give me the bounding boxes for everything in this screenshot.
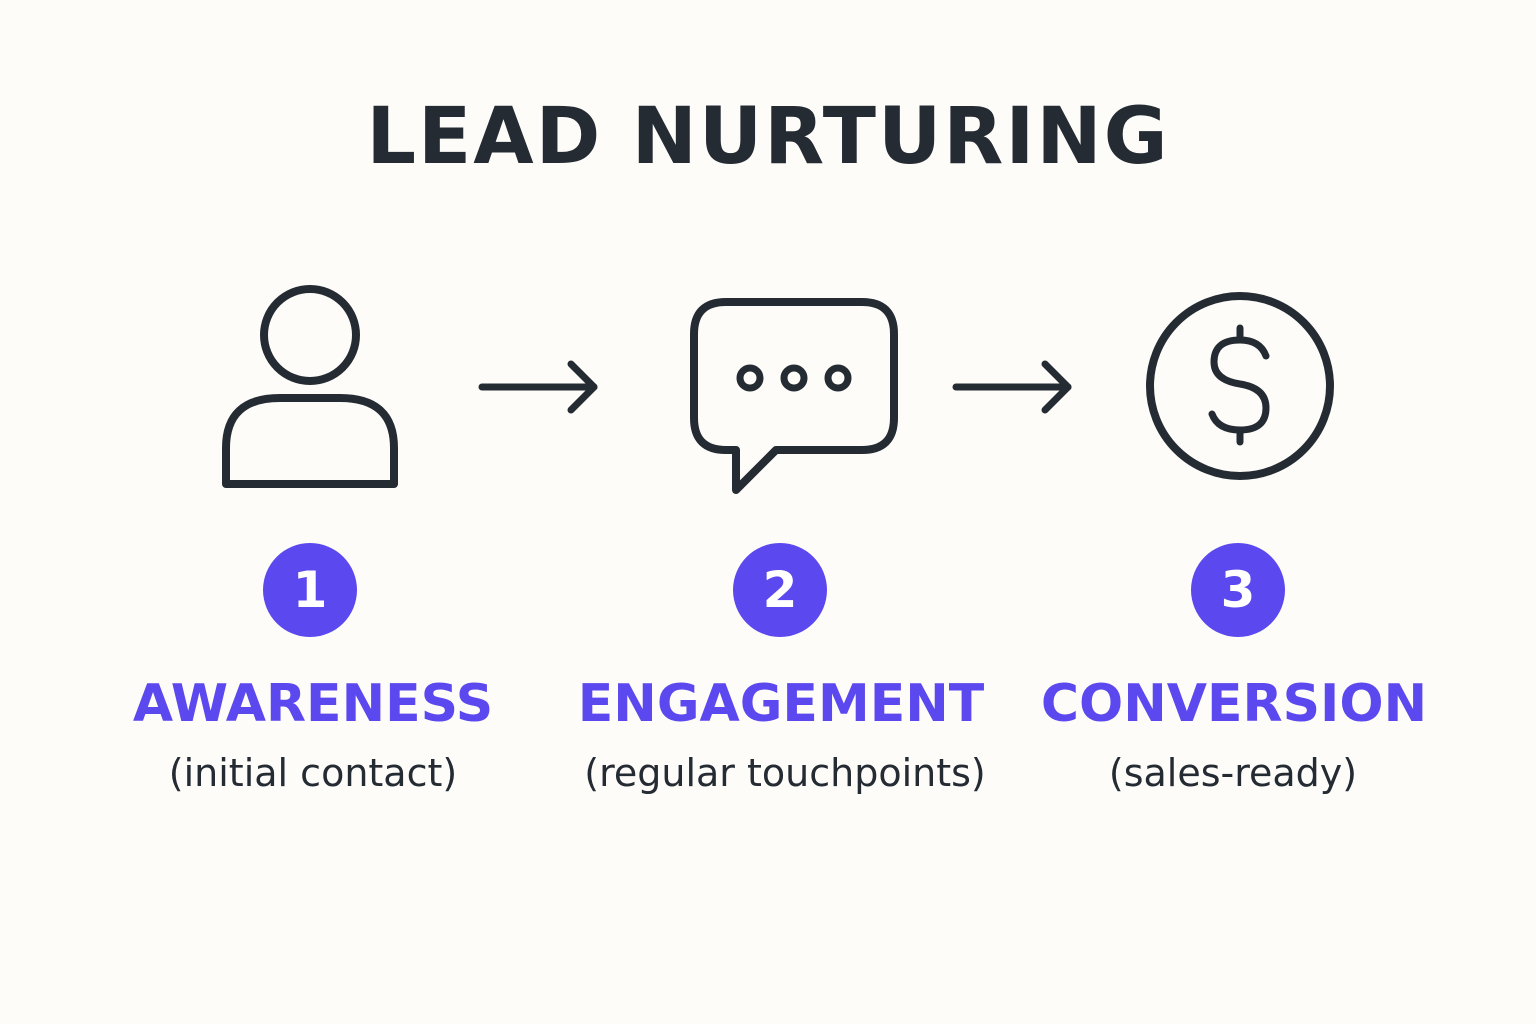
dollar-coin-icon xyxy=(1146,292,1334,480)
step-2-label: ENGAGEMENT xyxy=(577,674,985,734)
step-2-badge: 2 xyxy=(733,543,827,637)
person-icon xyxy=(222,285,398,488)
step-3-description: (sales-ready) xyxy=(1108,751,1358,795)
diagram-title: LEAD NURTURING xyxy=(366,92,1170,182)
step-3-badge: 3 xyxy=(1191,543,1285,637)
step-1-label: AWARENESS xyxy=(132,674,494,734)
step-1-badge: 1 xyxy=(263,543,357,637)
step-2-description: (regular touchpoints) xyxy=(584,751,986,795)
arrow-right-icon xyxy=(952,360,1072,414)
step-3-label: CONVERSION xyxy=(1040,674,1428,734)
chat-bubble-icon xyxy=(690,298,898,494)
step-1-description: (initial contact) xyxy=(168,751,458,795)
arrow-right-icon xyxy=(478,360,598,414)
